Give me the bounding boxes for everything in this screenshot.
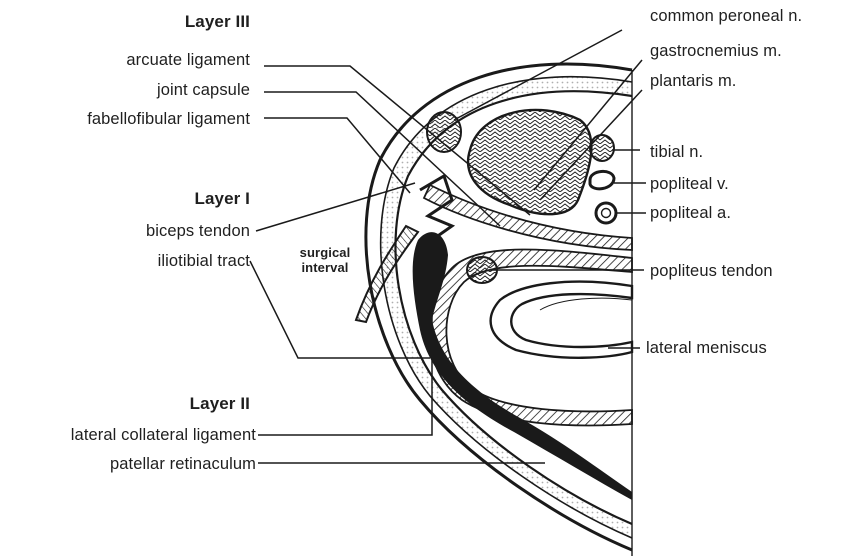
arcuate-ligament-label: arcuate ligament (126, 51, 250, 69)
iliotibial-tract-label: iliotibial tract (158, 252, 250, 270)
surgical-interval-line2: interval (286, 260, 364, 275)
plantaris-label: plantaris m. (650, 72, 736, 90)
surgical-interval-label: surgical interval (286, 245, 364, 275)
gastrocnemius-label: gastrocnemius m. (650, 42, 782, 60)
patellar-retinaculum-label: patellar retinaculum (110, 455, 256, 473)
joint-capsule-label: joint capsule (157, 81, 250, 99)
tibial-nerve-label: tibial n. (650, 143, 703, 161)
popliteus-tendon-label: popliteus tendon (650, 262, 773, 280)
lateral-collateral-ligament-label: lateral collateral ligament (71, 426, 256, 444)
popliteal-vein-label: popliteal v. (650, 175, 729, 193)
fabellofibular-ligament-label: fabellofibular ligament (87, 110, 250, 128)
biceps-tendon-label: biceps tendon (146, 222, 250, 240)
lateral-meniscus-shape (491, 282, 632, 358)
tibial-nerve-shape (590, 135, 614, 161)
lateral-meniscus-label: lateral meniscus (646, 339, 767, 357)
capsule-ring (429, 250, 632, 426)
peroneal-nerve-shape (427, 112, 461, 152)
surgical-interval-line1: surgical (286, 245, 364, 260)
layer-three-heading: Layer III (185, 13, 250, 31)
layer-one-heading: Layer I (194, 190, 250, 208)
lcl-shape (413, 232, 632, 500)
layer-two-heading: Layer II (190, 395, 250, 413)
common-peroneal-nerve-label: common peroneal n. (650, 7, 802, 25)
popliteal-artery-label: popliteal a. (650, 204, 731, 222)
gastrocnemius-shape (468, 110, 591, 214)
popliteal-vein-shape (590, 171, 614, 188)
